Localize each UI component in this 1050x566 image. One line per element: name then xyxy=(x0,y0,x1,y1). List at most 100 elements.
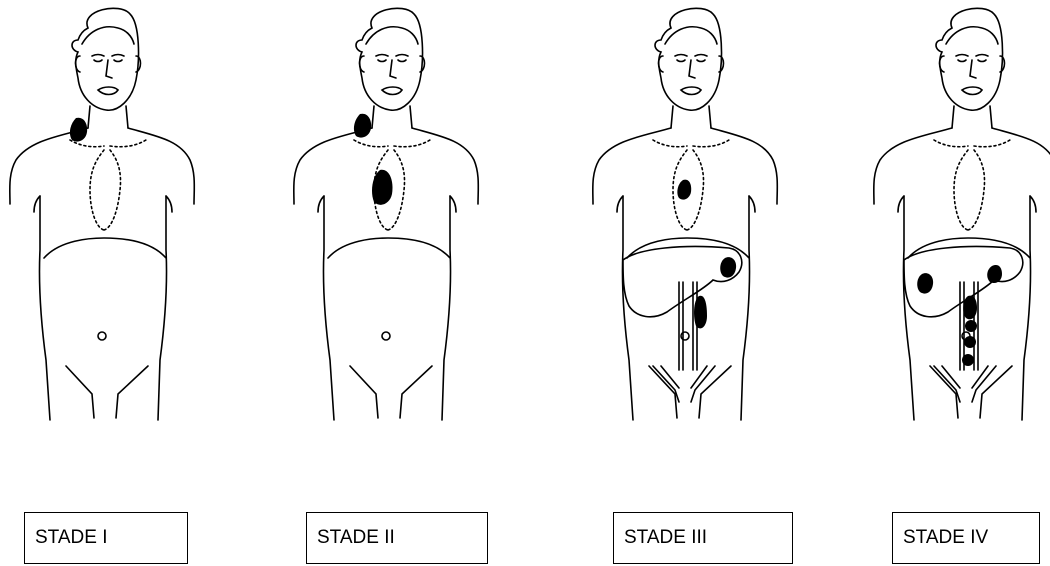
right-shoulder xyxy=(992,128,1050,204)
left-eye xyxy=(956,55,968,62)
body-outline xyxy=(593,8,778,420)
left-shoulder xyxy=(593,128,671,204)
right-armpit xyxy=(749,196,755,212)
abdominal-node-lesion xyxy=(964,336,976,348)
right-groin xyxy=(116,366,148,418)
clavicles xyxy=(934,140,1010,147)
nose xyxy=(390,60,396,78)
stage-2-label: STADE II xyxy=(317,527,395,549)
stage-2-figure xyxy=(284,0,484,430)
right-armpit xyxy=(166,196,172,212)
abdomen-top xyxy=(44,238,166,258)
right-eye xyxy=(396,55,408,62)
hairline xyxy=(665,27,717,44)
neck xyxy=(372,106,412,128)
mediastinal-lesion xyxy=(372,170,393,205)
left-armpit xyxy=(898,196,904,212)
body-outline xyxy=(10,8,195,420)
right-torso xyxy=(158,196,167,420)
left-ear xyxy=(76,56,81,72)
stage-2-lesions xyxy=(354,114,393,205)
hairline xyxy=(366,27,418,44)
left-groin xyxy=(66,366,94,418)
left-eye xyxy=(675,55,687,62)
stage-3-body-diagram xyxy=(583,0,783,430)
mouth xyxy=(962,87,982,95)
right-eye xyxy=(695,55,707,62)
right-torso xyxy=(741,196,750,420)
stage-4-label-box: STADE IV xyxy=(892,512,1040,564)
right-shoulder xyxy=(711,128,777,204)
right-armpit xyxy=(450,196,456,212)
stage-1-figure xyxy=(0,0,200,430)
neck xyxy=(952,106,992,128)
right-torso xyxy=(1022,196,1031,420)
right-shoulder xyxy=(128,128,194,204)
stage-2-body-diagram xyxy=(284,0,484,430)
left-groin xyxy=(930,366,958,418)
clavicles xyxy=(653,140,729,147)
stage-3-label-box: STADE III xyxy=(613,512,793,564)
left-torso xyxy=(323,196,334,420)
left-armpit xyxy=(34,196,40,212)
right-armpit xyxy=(1030,196,1036,212)
neck-lymph-node-lesion xyxy=(70,118,87,142)
spleen-lesion xyxy=(720,257,736,277)
abdomen-top xyxy=(328,238,450,258)
left-groin xyxy=(649,366,677,418)
iliac-vessels xyxy=(934,366,996,402)
abdominal-node-lesion xyxy=(963,296,977,320)
liver-lesion xyxy=(917,273,933,293)
neck-lymph-node-lesion xyxy=(354,114,371,138)
left-ear xyxy=(659,56,664,72)
nose xyxy=(106,60,112,78)
mouth xyxy=(98,87,118,95)
stage-4-label: STADE IV xyxy=(903,527,988,549)
stage-1-lesions xyxy=(70,118,87,142)
right-eye xyxy=(112,55,124,62)
right-eye xyxy=(976,55,988,62)
left-shoulder xyxy=(874,128,952,204)
hairline xyxy=(82,27,134,44)
mediastinum xyxy=(954,150,985,230)
mediastinal-lesion xyxy=(677,180,691,200)
mouth xyxy=(681,87,701,95)
spleen-lesion xyxy=(987,265,1002,283)
body-outline xyxy=(294,8,479,420)
left-eye xyxy=(92,55,104,62)
neck xyxy=(671,106,711,128)
left-groin xyxy=(350,366,378,418)
right-shoulder xyxy=(412,128,478,204)
abdominal-organs xyxy=(904,247,1023,403)
stage-2-label-box: STADE II xyxy=(306,512,488,564)
stage-4-figure xyxy=(864,0,1050,430)
abdominal-node-lesion xyxy=(965,320,977,332)
mouth xyxy=(382,87,402,95)
navel xyxy=(98,332,106,340)
left-armpit xyxy=(617,196,623,212)
abdominal-node-lesion xyxy=(694,296,707,329)
hairline xyxy=(946,27,998,44)
right-groin xyxy=(400,366,432,418)
stage-1-body-diagram xyxy=(0,0,200,430)
left-eye xyxy=(376,55,388,62)
neck xyxy=(88,106,128,128)
left-ear xyxy=(360,56,365,72)
stage-3-label: STADE III xyxy=(624,527,707,549)
left-ear xyxy=(940,56,945,72)
nose xyxy=(689,60,695,78)
spine-left xyxy=(679,282,683,370)
mediastinum xyxy=(90,150,121,230)
stage-4-body-diagram xyxy=(864,0,1050,430)
left-torso xyxy=(39,196,50,420)
right-torso xyxy=(442,196,451,420)
clavicles xyxy=(70,140,146,147)
left-shoulder xyxy=(294,128,372,204)
abdominal-node-lesion xyxy=(962,354,974,366)
right-groin xyxy=(980,366,1012,418)
body-outline xyxy=(874,8,1050,420)
left-armpit xyxy=(318,196,324,212)
stage-3-figure xyxy=(583,0,783,430)
right-groin xyxy=(699,366,731,418)
stage-1-label-box: STADE I xyxy=(24,512,188,564)
